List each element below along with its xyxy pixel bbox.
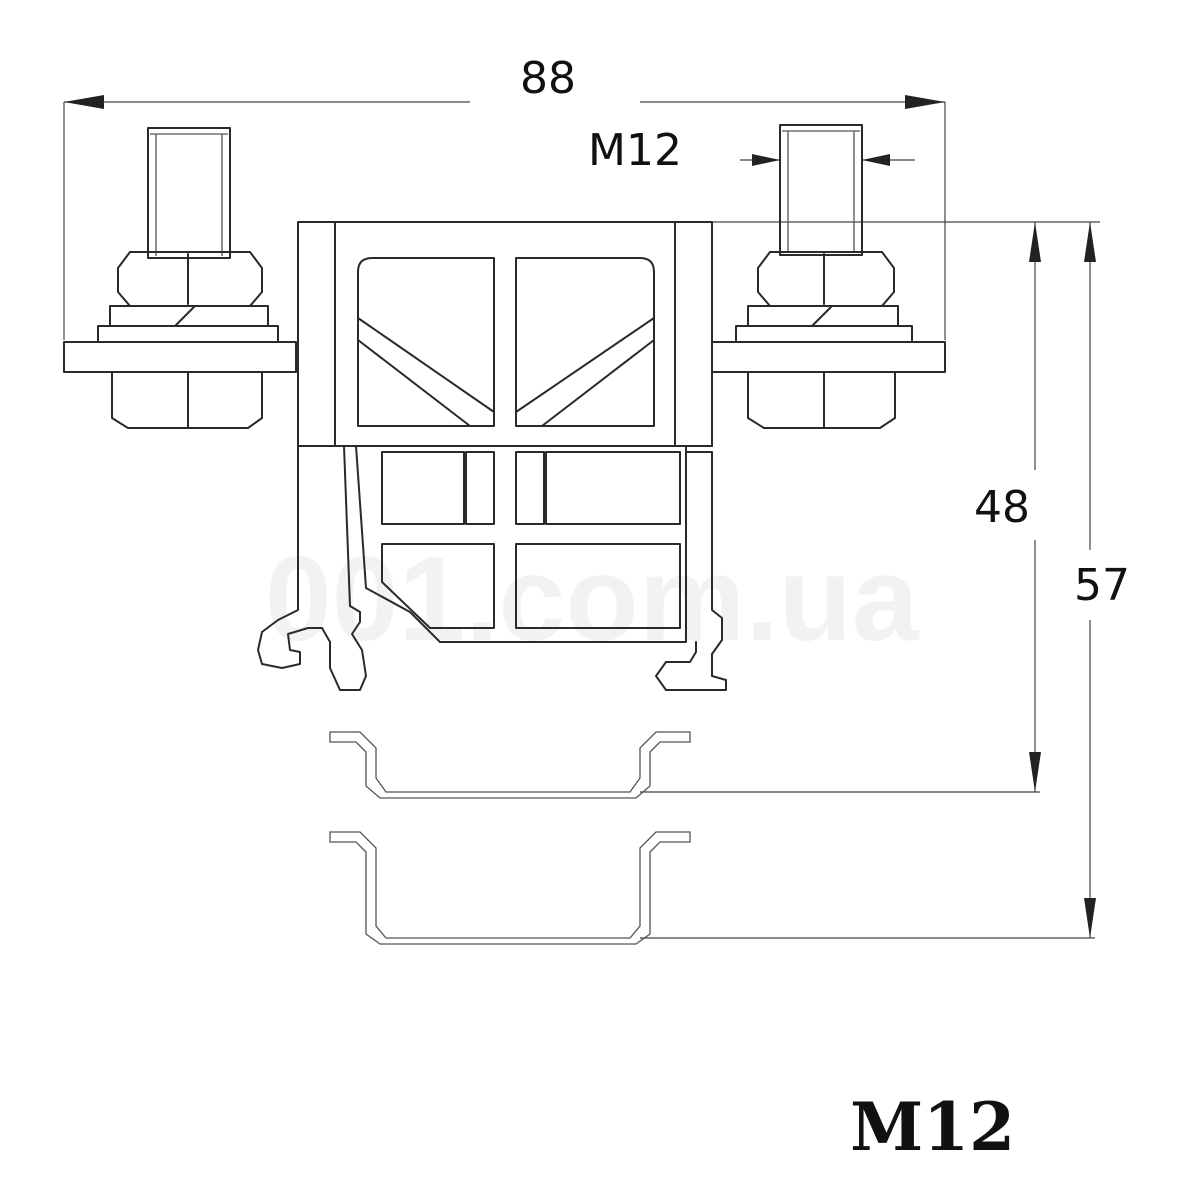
arrow-up-icon xyxy=(1084,222,1096,262)
dimension-57-label: 57 xyxy=(1074,560,1130,611)
dimension-height-48: 48 xyxy=(640,221,1100,793)
dimension-thread-label: M12 xyxy=(588,125,682,176)
arrow-left-icon xyxy=(64,95,104,109)
left-stud-assembly xyxy=(63,127,297,429)
din-rail-lower xyxy=(329,831,691,945)
arrow-right-icon xyxy=(752,154,780,166)
arrow-down-icon xyxy=(1084,898,1096,938)
terminal-housing xyxy=(257,221,727,691)
dimension-width: 88 xyxy=(63,53,946,340)
arrow-right-icon xyxy=(905,95,945,109)
dimension-48-label: 48 xyxy=(974,482,1030,533)
watermark-text: 001.com.ua xyxy=(265,532,920,666)
model-label: M12 xyxy=(850,1088,1015,1166)
right-stud-assembly xyxy=(711,124,946,429)
dimension-thread: M12 xyxy=(588,125,915,176)
arrow-up-icon xyxy=(1029,222,1041,262)
arrow-down-icon xyxy=(1029,752,1041,792)
arrow-left-icon xyxy=(862,154,890,166)
dimension-width-label: 88 xyxy=(520,53,576,104)
din-rail-upper xyxy=(329,731,691,799)
dimension-height-57: 57 xyxy=(640,222,1150,939)
